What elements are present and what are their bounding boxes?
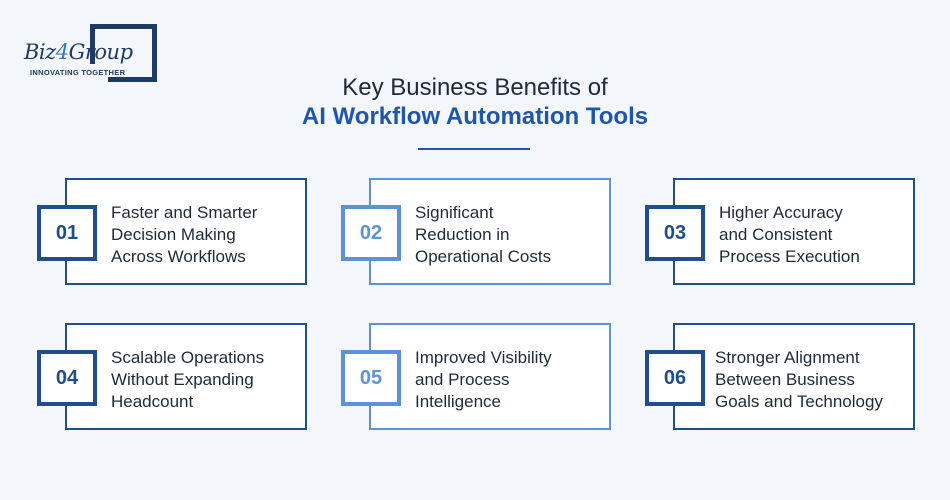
benefit-line: Decision Making [111,225,236,244]
benefit-line: Reduction in [415,225,510,244]
logo-frame [90,24,157,82]
logo-tagline: INNOVATING TOGETHER [30,68,126,77]
benefit-number-06: 06 [645,350,705,406]
benefit-line: Across Workflows [111,247,246,266]
benefit-line: Significant [415,203,494,222]
title-divider [418,148,530,150]
benefit-text-01: Faster and Smarter Decision Making Acros… [111,202,299,268]
company-logo: Biz4Group INNOVATING TOGETHER [24,24,159,86]
benefit-line: Without Expanding [111,370,254,389]
benefit-text-05: Improved Visibility and Process Intellig… [415,347,603,413]
benefit-line: Goals and Technology [715,392,883,411]
benefit-number-05: 05 [341,350,401,406]
benefit-number-03: 03 [645,205,705,261]
benefit-card-02: 02 Significant Reduction in Operational … [341,178,611,285]
benefit-line: Between Business [715,370,855,389]
benefit-number-01: 01 [37,205,97,261]
page-title-line-1: Key Business Benefits of [342,74,608,101]
benefit-text-04: Scalable Operations Without Expanding He… [111,347,299,413]
benefit-text-02: Significant Reduction in Operational Cos… [415,202,603,268]
benefit-line: Process Execution [719,247,860,266]
benefit-line: Headcount [111,392,194,411]
benefit-line: Operational Costs [415,247,552,266]
benefit-line: Stronger Alignment [715,348,860,367]
benefit-line: Higher Accuracy [719,203,843,222]
logo-wordmark: Biz4Group [24,40,133,64]
page-title-line-2: AI Workflow Automation Tools [301,103,649,130]
benefit-card-06: 06 Stronger Alignment Between Business G… [645,323,915,430]
benefit-text-03: Higher Accuracy and Consistent Process E… [719,202,907,268]
benefit-line: Scalable Operations [111,348,265,367]
benefit-line: Improved Visibility [415,348,552,367]
benefit-card-05: 05 Improved Visibility and Process Intel… [341,323,611,430]
benefit-line: and Process [415,370,510,389]
logo-frame-gap [88,64,108,86]
benefit-text-06: Stronger Alignment Between Business Goal… [715,347,907,413]
benefit-line: Intelligence [415,392,502,411]
benefit-number-02: 02 [341,205,401,261]
benefit-line: Faster and Smarter [111,203,258,222]
benefit-card-04: 04 Scalable Operations Without Expanding… [37,323,307,430]
benefit-line: and Consistent [719,225,833,244]
benefit-number-04: 04 [37,350,97,406]
benefit-card-03: 03 Higher Accuracy and Consistent Proces… [645,178,915,285]
benefit-card-01: 01 Faster and Smarter Decision Making Ac… [37,178,307,285]
